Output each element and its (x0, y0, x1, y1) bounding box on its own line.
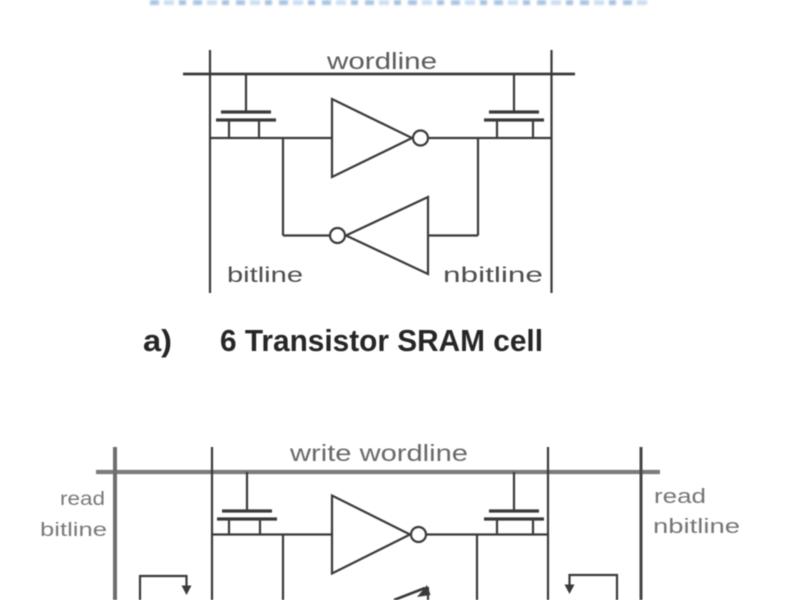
inverter-corner-blob (417, 585, 431, 597)
second-sram-diagram (96, 447, 660, 600)
down-arrowhead (181, 585, 192, 595)
pass-transistor-left (217, 472, 277, 535)
loop-wire (138, 574, 188, 600)
inverter-bubble (328, 226, 347, 245)
bitline-label: bitline (227, 264, 303, 287)
inverter-feedback (328, 195, 430, 276)
inverter-top-edge (393, 586, 426, 600)
nbitline-label: nbitline (443, 264, 543, 287)
down-arrowhead (564, 584, 575, 594)
read-bitline-label-line2: bitline (40, 520, 107, 541)
read-port-loop-left (138, 574, 192, 600)
inverter-bubble (411, 129, 430, 147)
inverter-triangle (330, 493, 413, 576)
read-nbitline-label-line1: read (654, 486, 706, 508)
read-port-loop-right (564, 573, 619, 600)
pass-transistor-right (484, 74, 544, 138)
pass-transistor-right (484, 472, 544, 535)
read-nbitline-label-line2: nbitline (653, 516, 740, 538)
wordline-label: wordline (326, 48, 437, 74)
clipped-blue-heading-fragment (150, 0, 650, 5)
inverter-triangle (330, 97, 415, 179)
read-bitline-label-line1: read (60, 489, 105, 510)
inverter-forward (330, 97, 430, 179)
caption-index: a) (143, 323, 172, 358)
loop-wire (568, 573, 619, 600)
inverter-bubble (409, 525, 428, 544)
inverter-forward (330, 493, 428, 576)
caption-title: 6 Transistor SRAM cell (220, 323, 543, 358)
inverter-triangle (343, 195, 430, 276)
write-wordline-label: write wordline (289, 440, 468, 466)
six-transistor-sram-diagram (183, 50, 575, 293)
pass-transistor-left (216, 74, 276, 138)
inverter-feedback-clipped (393, 585, 431, 600)
